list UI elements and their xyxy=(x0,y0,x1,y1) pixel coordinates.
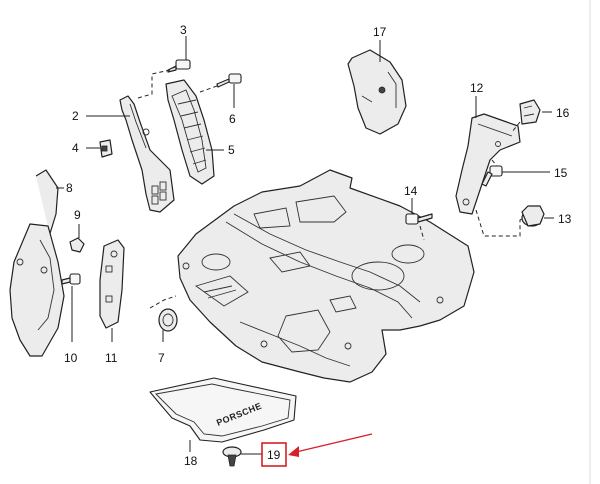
dashed-guide-6 xyxy=(199,85,218,93)
dashed-guide-3 xyxy=(137,69,171,99)
label-part-9: 9 xyxy=(74,208,81,222)
part-14-screw xyxy=(405,198,433,225)
floor-pan xyxy=(177,169,475,383)
callout-highlight xyxy=(261,433,373,467)
callout-arrow-head xyxy=(288,446,299,457)
part-10-screw xyxy=(61,273,81,342)
dashed-guide-12 xyxy=(475,209,529,237)
label-part-13: 13 xyxy=(558,212,572,226)
callout-box-19 xyxy=(261,442,287,467)
label-part-6: 6 xyxy=(229,112,236,126)
part-18-floor-mat: PORSCHE xyxy=(149,377,297,452)
part-9-clip xyxy=(69,224,85,253)
label-part-15: 15 xyxy=(554,166,568,180)
label-part-3: 3 xyxy=(180,23,187,37)
part-8-side-panel xyxy=(9,169,65,357)
part-7-grommet xyxy=(158,308,178,342)
label-part-19: 19 xyxy=(267,448,281,462)
part-2-bracket xyxy=(86,95,175,213)
label-part-16: 16 xyxy=(556,106,570,120)
label-part-14: 14 xyxy=(404,184,418,198)
part-17-bulkhead-piece xyxy=(347,40,407,135)
part-3-screw xyxy=(167,36,191,73)
part-12-bracket xyxy=(455,96,521,215)
label-part-18: 18 xyxy=(184,454,198,468)
label-part-12: 12 xyxy=(470,81,484,95)
label-part-2: 2 xyxy=(72,109,79,123)
dashed-guide-16 xyxy=(511,121,521,133)
part-4-clip xyxy=(86,139,113,158)
part-16-clip xyxy=(519,99,552,125)
label-part-7: 7 xyxy=(158,351,165,365)
label-part-4: 4 xyxy=(72,141,79,155)
part-6-screw xyxy=(216,73,242,108)
label-part-17: 17 xyxy=(373,25,387,39)
label-part-5: 5 xyxy=(228,143,235,157)
part-13-plug xyxy=(521,205,554,227)
label-part-10: 10 xyxy=(64,351,78,365)
label-part-8: 8 xyxy=(66,181,73,195)
dashed-guide-7 xyxy=(149,295,177,309)
part-5-pedal-plate xyxy=(165,79,224,185)
part-11-bracket xyxy=(99,239,125,342)
part-19-fastener xyxy=(222,446,262,467)
dashed-guide-14 xyxy=(419,225,425,241)
label-part-11: 11 xyxy=(105,351,118,365)
callout-arrow-line xyxy=(295,433,373,453)
part-15-screw xyxy=(481,165,550,187)
